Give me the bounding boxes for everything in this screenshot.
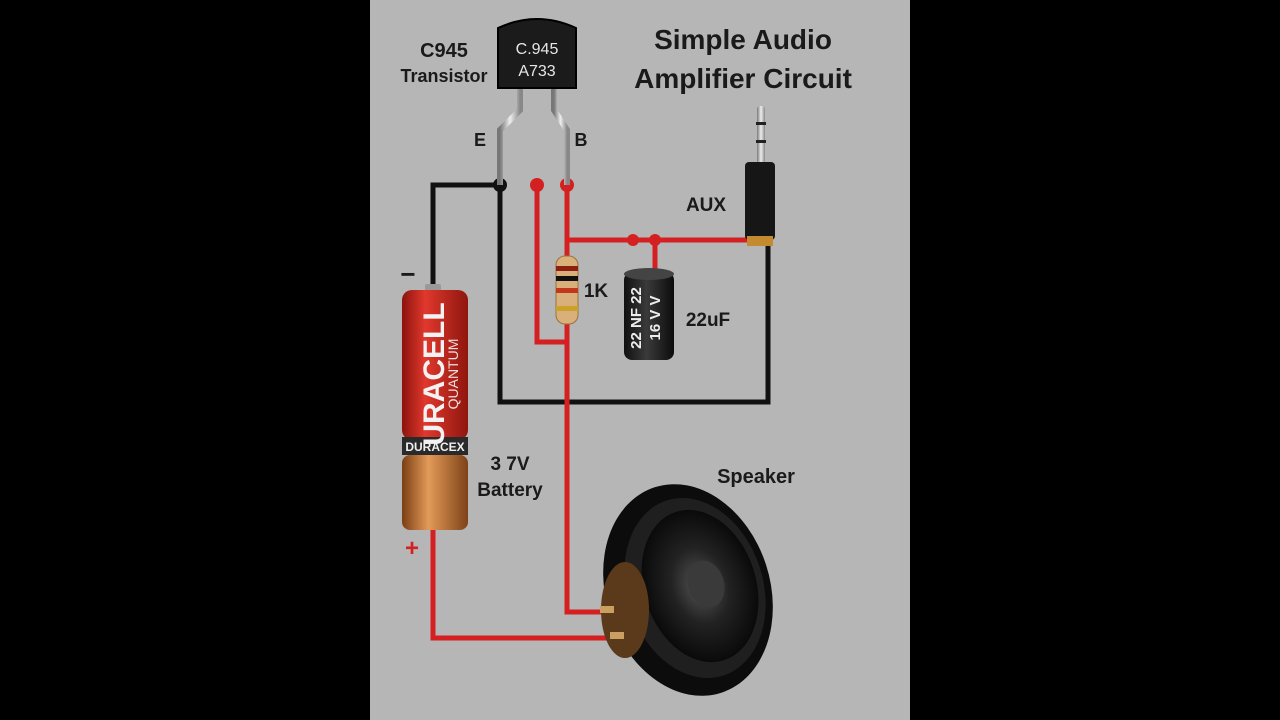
aux-plug-tip <box>757 106 765 164</box>
resistor-band-3 <box>556 288 578 293</box>
junction-cap-right <box>649 234 661 246</box>
capacitor-top <box>624 268 674 280</box>
transistor: C.945 A733 <box>497 18 577 185</box>
transistor-marking-2: A733 <box>518 63 555 80</box>
circuit-diagram: Simple Audio Amplifier Circuit C.945 A73… <box>400 18 910 696</box>
wire-battery-negative <box>430 182 500 288</box>
battery-label-1: 3 7V <box>490 454 529 475</box>
transistor-leg-b <box>551 88 570 185</box>
speaker-dust-cap <box>687 560 725 608</box>
battery-minus: − <box>400 259 415 289</box>
battery-band-text: DURACEX <box>405 440 464 454</box>
resistor-band-2 <box>556 276 578 281</box>
transistor-pin-e: E <box>474 130 486 150</box>
capacitor-body <box>624 272 674 360</box>
transistor-part-label: C945 <box>420 40 468 62</box>
battery-label-2: Battery <box>477 480 543 501</box>
speaker-label: Speaker <box>717 466 795 488</box>
speaker-terminal-2 <box>610 632 624 639</box>
transistor-part-sublabel: Transistor <box>400 66 487 86</box>
battery-red-body <box>402 290 468 440</box>
battery-brand: URACELL <box>418 302 451 445</box>
speaker-terminal-1 <box>600 606 614 613</box>
capacitor-label: 22uF <box>686 310 730 331</box>
battery-band <box>402 437 468 455</box>
title-line-1: Simple Audio <box>654 24 832 55</box>
junction-cap-left <box>627 234 639 246</box>
battery-plus: + <box>405 535 419 562</box>
resistor <box>555 255 579 325</box>
aux-ring-1 <box>756 122 766 125</box>
capacitor: 22 NF 22 16 V V <box>624 268 674 360</box>
battery: DURACEX URACELL QUANTUM <box>402 284 468 530</box>
transistor-marking-1: C.945 <box>516 41 559 58</box>
resistor-band-1 <box>556 266 578 271</box>
battery-subbrand: QUANTUM <box>445 339 461 410</box>
speaker <box>600 484 773 696</box>
title-line-2: Amplifier Circuit <box>634 63 852 94</box>
wire-collector <box>534 185 567 345</box>
wire-base-to-cap <box>567 237 658 272</box>
aux-body <box>745 162 775 240</box>
battery-copper-body <box>402 455 468 530</box>
transistor-leg-e <box>497 88 523 185</box>
aux-collar <box>747 236 773 246</box>
wire-emitter-ground <box>497 185 771 405</box>
capacitor-marking-1: 22 NF 22 <box>628 287 645 349</box>
aux-jack <box>745 106 775 246</box>
resistor-band-4 <box>556 306 578 311</box>
capacitor-marking-2: 16 V V <box>647 295 664 340</box>
aux-label: AUX <box>686 195 726 216</box>
black-wires <box>430 182 771 405</box>
wire-battery-positive <box>430 528 620 641</box>
resistor-label: 1K <box>584 281 609 302</box>
transistor-pin-b: B <box>575 130 588 150</box>
wire-base-to-speaker <box>564 185 610 615</box>
transistor-body <box>497 18 577 89</box>
aux-ring-2 <box>756 140 766 143</box>
diagram-panel: Simple Audio Amplifier Circuit C.945 A73… <box>370 0 910 720</box>
